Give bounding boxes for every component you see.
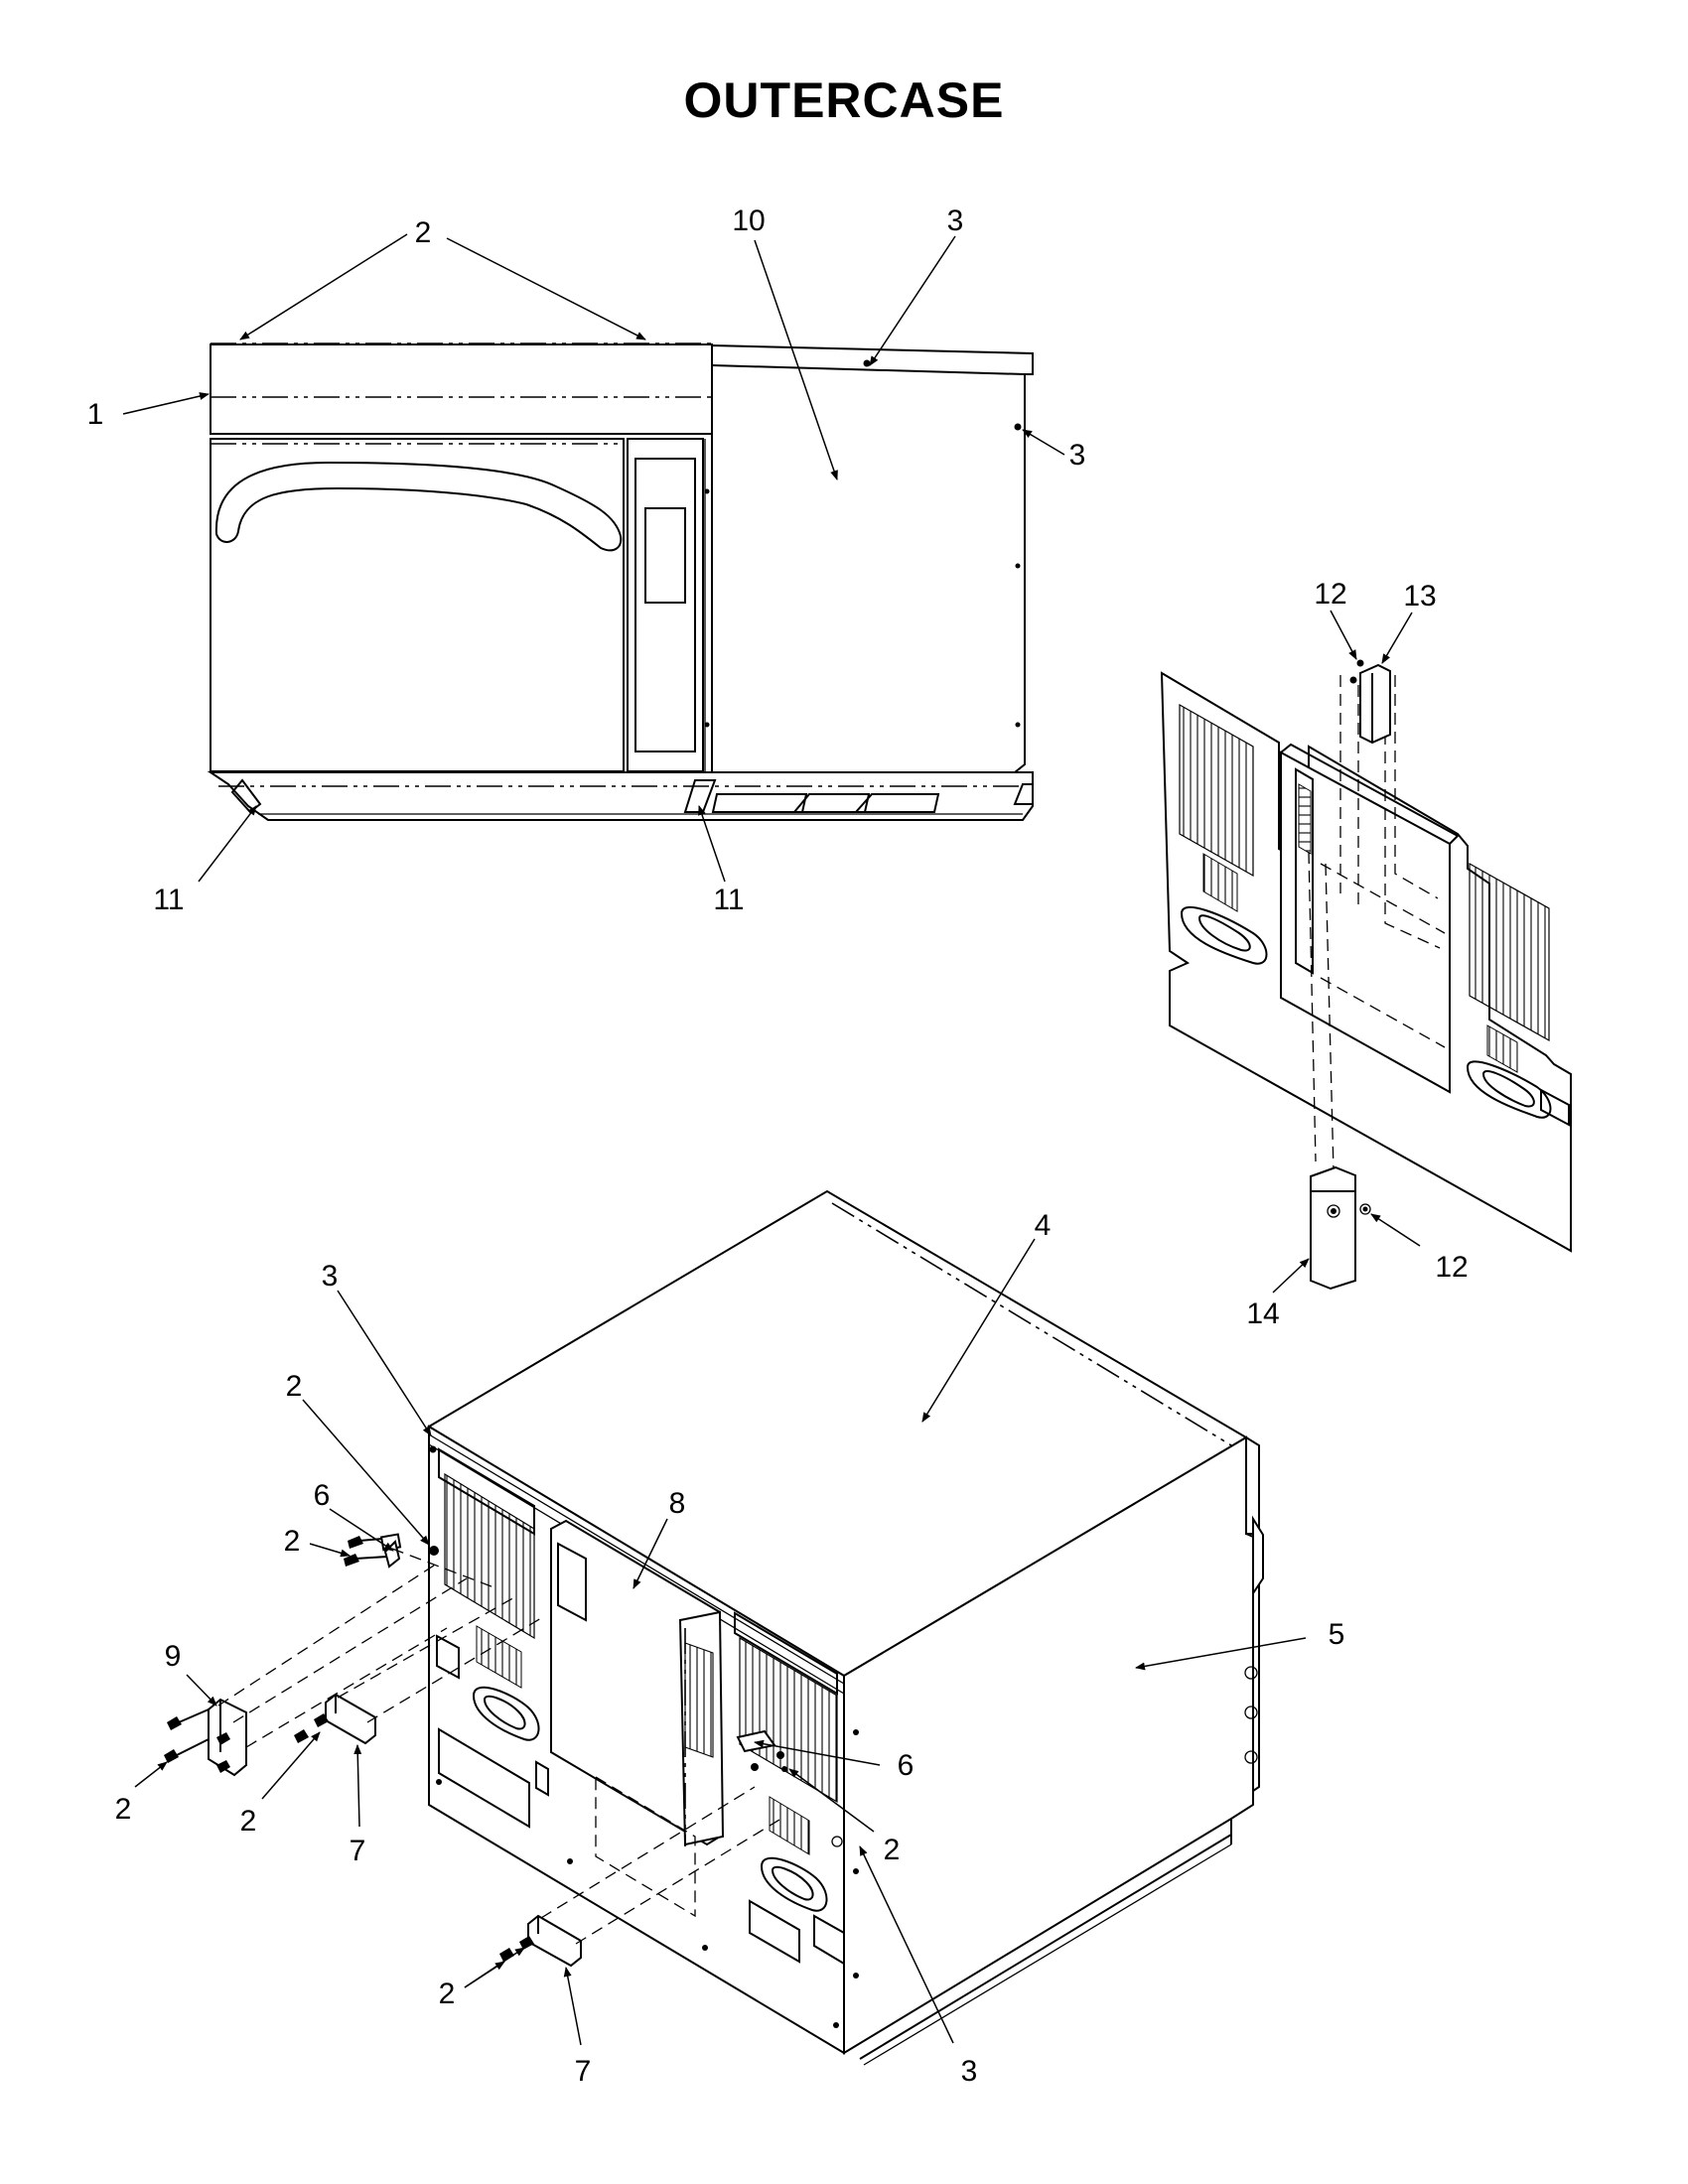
screw-group-bracket-7-upper: [294, 1713, 329, 1743]
rear-panel-view: [1160, 659, 1572, 1291]
callout-2-iso-f: 2: [439, 1978, 456, 2010]
callout-11-right: 11: [713, 884, 744, 916]
iso-view-leaders: [134, 1238, 1307, 2046]
callout-12-top: 12: [1314, 578, 1346, 611]
callout-13: 13: [1403, 580, 1436, 613]
callout-1: 1: [87, 398, 104, 431]
callout-3-side: 3: [1069, 439, 1086, 472]
screw-group-bracket-7-lower: [499, 1936, 534, 1962]
side-panel: [711, 343, 1034, 773]
callout-7-lower: 7: [575, 2055, 592, 2088]
part-14-bracket: [1310, 1165, 1356, 1291]
callout-12-bottom: 12: [1435, 1251, 1468, 1284]
display-window: [644, 507, 686, 604]
callout-3-iso-bottom: 3: [961, 2055, 978, 2088]
callout-2-top: 2: [415, 216, 432, 249]
isometric-assembly-view: [164, 1189, 1264, 2066]
bracket-6-left: [383, 1540, 401, 1569]
rear-panel-leaders: [1272, 610, 1421, 1294]
control-panel: [627, 438, 704, 772]
callout-10: 10: [732, 205, 765, 237]
callout-3-iso-top: 3: [322, 1260, 339, 1293]
callout-2-iso-d: 2: [115, 1793, 132, 1826]
callout-6-left: 6: [314, 1479, 331, 1512]
base-rail: [207, 771, 1034, 821]
callout-6-right: 6: [898, 1749, 914, 1782]
callout-14: 14: [1246, 1297, 1279, 1330]
duct-cover: [1280, 751, 1451, 1094]
screw-group-upper-left: [344, 1536, 388, 1567]
screw-group-bracket-9: [164, 1708, 230, 1773]
callout-3-top: 3: [947, 205, 964, 237]
page-title: OUTERCASE: [683, 72, 1005, 128]
callout-2-iso-e: 2: [240, 1805, 257, 1838]
right-side-panel: [843, 1435, 1254, 2055]
bracket-7-upper: [325, 1693, 376, 1745]
top-trim-panel: [210, 343, 713, 435]
callout-4: 4: [1035, 1209, 1052, 1242]
callout-7-upper: 7: [350, 1835, 366, 1867]
callout-2-iso-b: 2: [284, 1525, 301, 1558]
callout-5: 5: [1329, 1618, 1345, 1651]
front-assembly-view: [207, 342, 1034, 821]
door-handle: [214, 461, 623, 552]
assembly-projection-lines: [217, 1548, 785, 1945]
callout-9: 9: [165, 1640, 182, 1673]
callout-2-iso-a: 2: [286, 1370, 303, 1403]
part-13-bracket: [1359, 663, 1391, 745]
callout-2-iso-c: 2: [884, 1834, 901, 1866]
callout-labels: 1 2 3 3 10 11 11 12 13 12 14 3 4 2 6 2 8…: [87, 205, 1469, 2088]
callout-11-left: 11: [153, 884, 184, 916]
bracket-7-lower: [527, 1914, 582, 1968]
callout-8: 8: [669, 1487, 686, 1520]
top-view-leaders: [122, 233, 1065, 883]
